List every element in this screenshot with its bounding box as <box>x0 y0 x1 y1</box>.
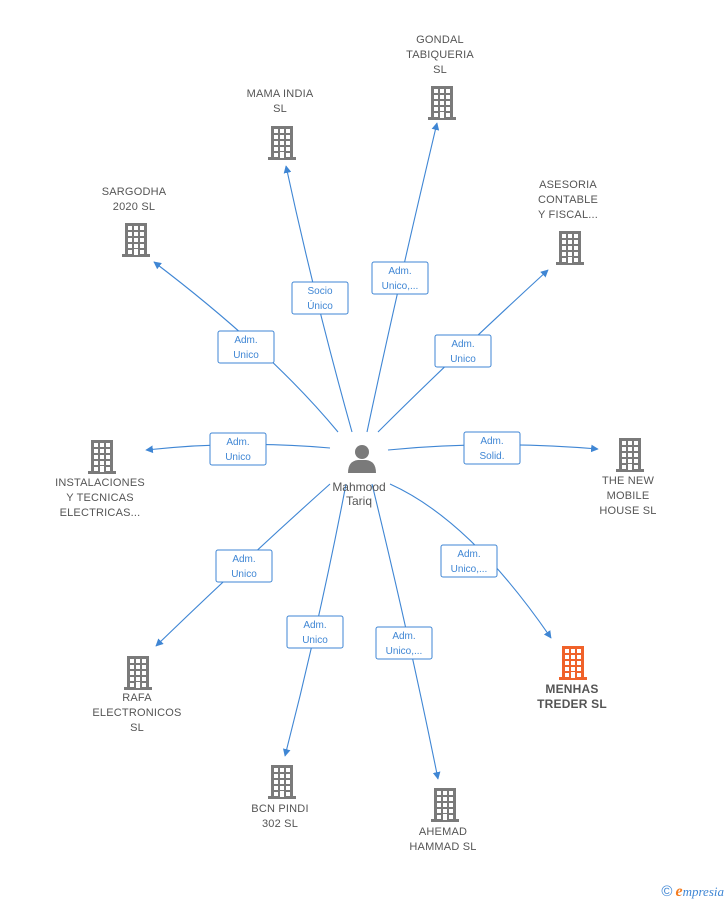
edge-label-text: Adm. <box>303 620 326 631</box>
company-name-line: MOBILE <box>607 490 650 502</box>
company-name-line: AHEMAD <box>419 826 467 838</box>
company-node-sargodha[interactable]: SARGODHA 2020 SL <box>102 186 167 257</box>
company-name-line: MENHAS <box>545 682 598 696</box>
brand-initial: e <box>675 883 683 900</box>
person-icon <box>348 445 376 473</box>
edge-label-box <box>375 626 433 660</box>
company-node-rafa[interactable]: RAFA ELECTRONICOS SL <box>92 656 181 734</box>
edge-label-text: Unico,... <box>382 281 419 292</box>
edge-label-text: Unico <box>302 635 328 646</box>
brand-name: mpresia <box>682 884 724 899</box>
company-name-line: HAMMAD SL <box>409 841 476 853</box>
edge-labels-layer: Adm.Unico,...SocioÚnicoAdm.UnicoAdm.Unic… <box>209 261 521 660</box>
company-name-line: ELECTRICAS... <box>60 507 141 519</box>
company-name-line: SL <box>130 722 144 734</box>
edge-label-text: Único <box>307 299 333 312</box>
person-name-line: Mahmood <box>332 480 385 494</box>
building-icon <box>122 223 150 257</box>
company-name-line: 302 SL <box>262 818 298 830</box>
edge-label-box <box>371 261 429 295</box>
company-name-line: ASESORIA <box>539 179 597 191</box>
company-node-bcn-pindi[interactable]: BCN PINDI 302 SL <box>251 765 309 830</box>
building-icon <box>88 440 116 474</box>
edge-label-rafa[interactable]: Adm. Unico <box>215 549 273 583</box>
company-name-line: Y FISCAL... <box>538 209 598 221</box>
company-node-asesoria[interactable]: ASESORIA CONTABLE Y FISCAL... <box>538 179 598 265</box>
edge-label-sargodha[interactable]: Adm. Unico <box>217 330 275 364</box>
edge-label-new-mobile[interactable]: Adm. Solid. <box>463 431 521 465</box>
company-name-line: GONDAL <box>416 34 464 46</box>
company-node-ahemad[interactable]: AHEMAD HAMMAD SL <box>409 788 476 853</box>
company-name-line: Y TECNICAS <box>66 492 134 504</box>
company-name-line: SL <box>433 64 447 76</box>
edge-label-box <box>209 432 267 466</box>
edge-label-text: Adm. <box>232 554 255 565</box>
company-name-line: CONTABLE <box>538 194 598 206</box>
company-name-line: ELECTRONICOS <box>92 707 181 719</box>
building-icon <box>616 438 644 472</box>
edge-label-bcn-pindi[interactable]: Adm. Unico <box>286 615 344 649</box>
edge-label-text: Adm. <box>480 436 503 447</box>
building-icon <box>268 126 296 160</box>
building-icon <box>559 646 587 680</box>
edge-label-box <box>440 544 498 578</box>
company-node-instalaciones[interactable]: INSTALACIONES Y TECNICAS ELECTRICAS... <box>55 440 145 519</box>
company-name-line: TABIQUERIA <box>406 49 474 61</box>
edge-label-instalaciones[interactable]: Adm. Unico <box>209 432 267 466</box>
edge-label-text: Adm. <box>392 631 415 642</box>
edge-label-text: Adm. <box>234 335 257 346</box>
company-name-line: TREDER SL <box>537 697 607 711</box>
person-name-line: Tariq <box>346 494 372 508</box>
company-name-line: THE NEW <box>602 475 655 487</box>
edge-label-menhas[interactable]: Adm. Unico,... <box>440 544 498 578</box>
building-icon <box>124 656 152 690</box>
edge-label-text: Adm. <box>226 437 249 448</box>
edge-label-box <box>291 281 349 315</box>
company-name-line: 2020 SL <box>113 201 155 213</box>
building-icon <box>268 765 296 799</box>
edge-label-text: Unico <box>225 452 251 463</box>
company-node-new-mobile[interactable]: THE NEW MOBILE HOUSE SL <box>599 438 656 517</box>
company-name-line: MAMA INDIA <box>247 88 314 100</box>
edge-label-text: Adm. <box>451 339 474 350</box>
company-name-line: RAFA <box>122 692 152 704</box>
company-node-gondal[interactable]: GONDAL TABIQUERIA SL <box>406 34 474 120</box>
company-name-line: SARGODHA <box>102 186 167 198</box>
edge-label-box <box>215 549 273 583</box>
edge-label-text: Unico,... <box>451 564 488 575</box>
company-name-line: SL <box>273 103 287 115</box>
nodes-layer: GONDAL TABIQUERIA SL MAMA INDIA SL SARGODHA 20… <box>55 34 656 853</box>
edge-label-text: Unico,... <box>386 646 423 657</box>
edge-label-box <box>434 334 492 368</box>
edge-label-ahemad[interactable]: Adm. Unico,... <box>375 626 433 660</box>
company-node-mama-india[interactable]: MAMA INDIA SL <box>247 88 314 160</box>
edge-label-text: Unico <box>450 354 476 365</box>
edge-label-gondal[interactable]: Adm. Unico,... <box>371 261 429 295</box>
company-name-line: INSTALACIONES <box>55 477 145 489</box>
edge-label-box <box>217 330 275 364</box>
edge-label-text: Adm. <box>457 549 480 560</box>
edge-label-text: Unico <box>231 569 257 580</box>
edge-label-asesoria[interactable]: Adm. Unico <box>434 334 492 368</box>
building-icon <box>431 788 459 822</box>
company-name-line: HOUSE SL <box>599 505 656 517</box>
copyright-symbol: © <box>661 883 673 900</box>
edge-label-box <box>286 615 344 649</box>
company-name-line: BCN PINDI <box>251 803 308 815</box>
edge-label-box <box>463 431 521 465</box>
building-icon <box>428 86 456 120</box>
edge-label-text: Solid. <box>479 451 504 462</box>
edge-label-text: Socio <box>307 286 332 297</box>
edge-menhas <box>389 483 552 639</box>
building-icon <box>556 231 584 265</box>
footer-brand[interactable]: ©empresia <box>661 883 724 901</box>
edge-label-text: Unico <box>233 350 259 361</box>
edge-label-text: Adm. <box>388 266 411 277</box>
